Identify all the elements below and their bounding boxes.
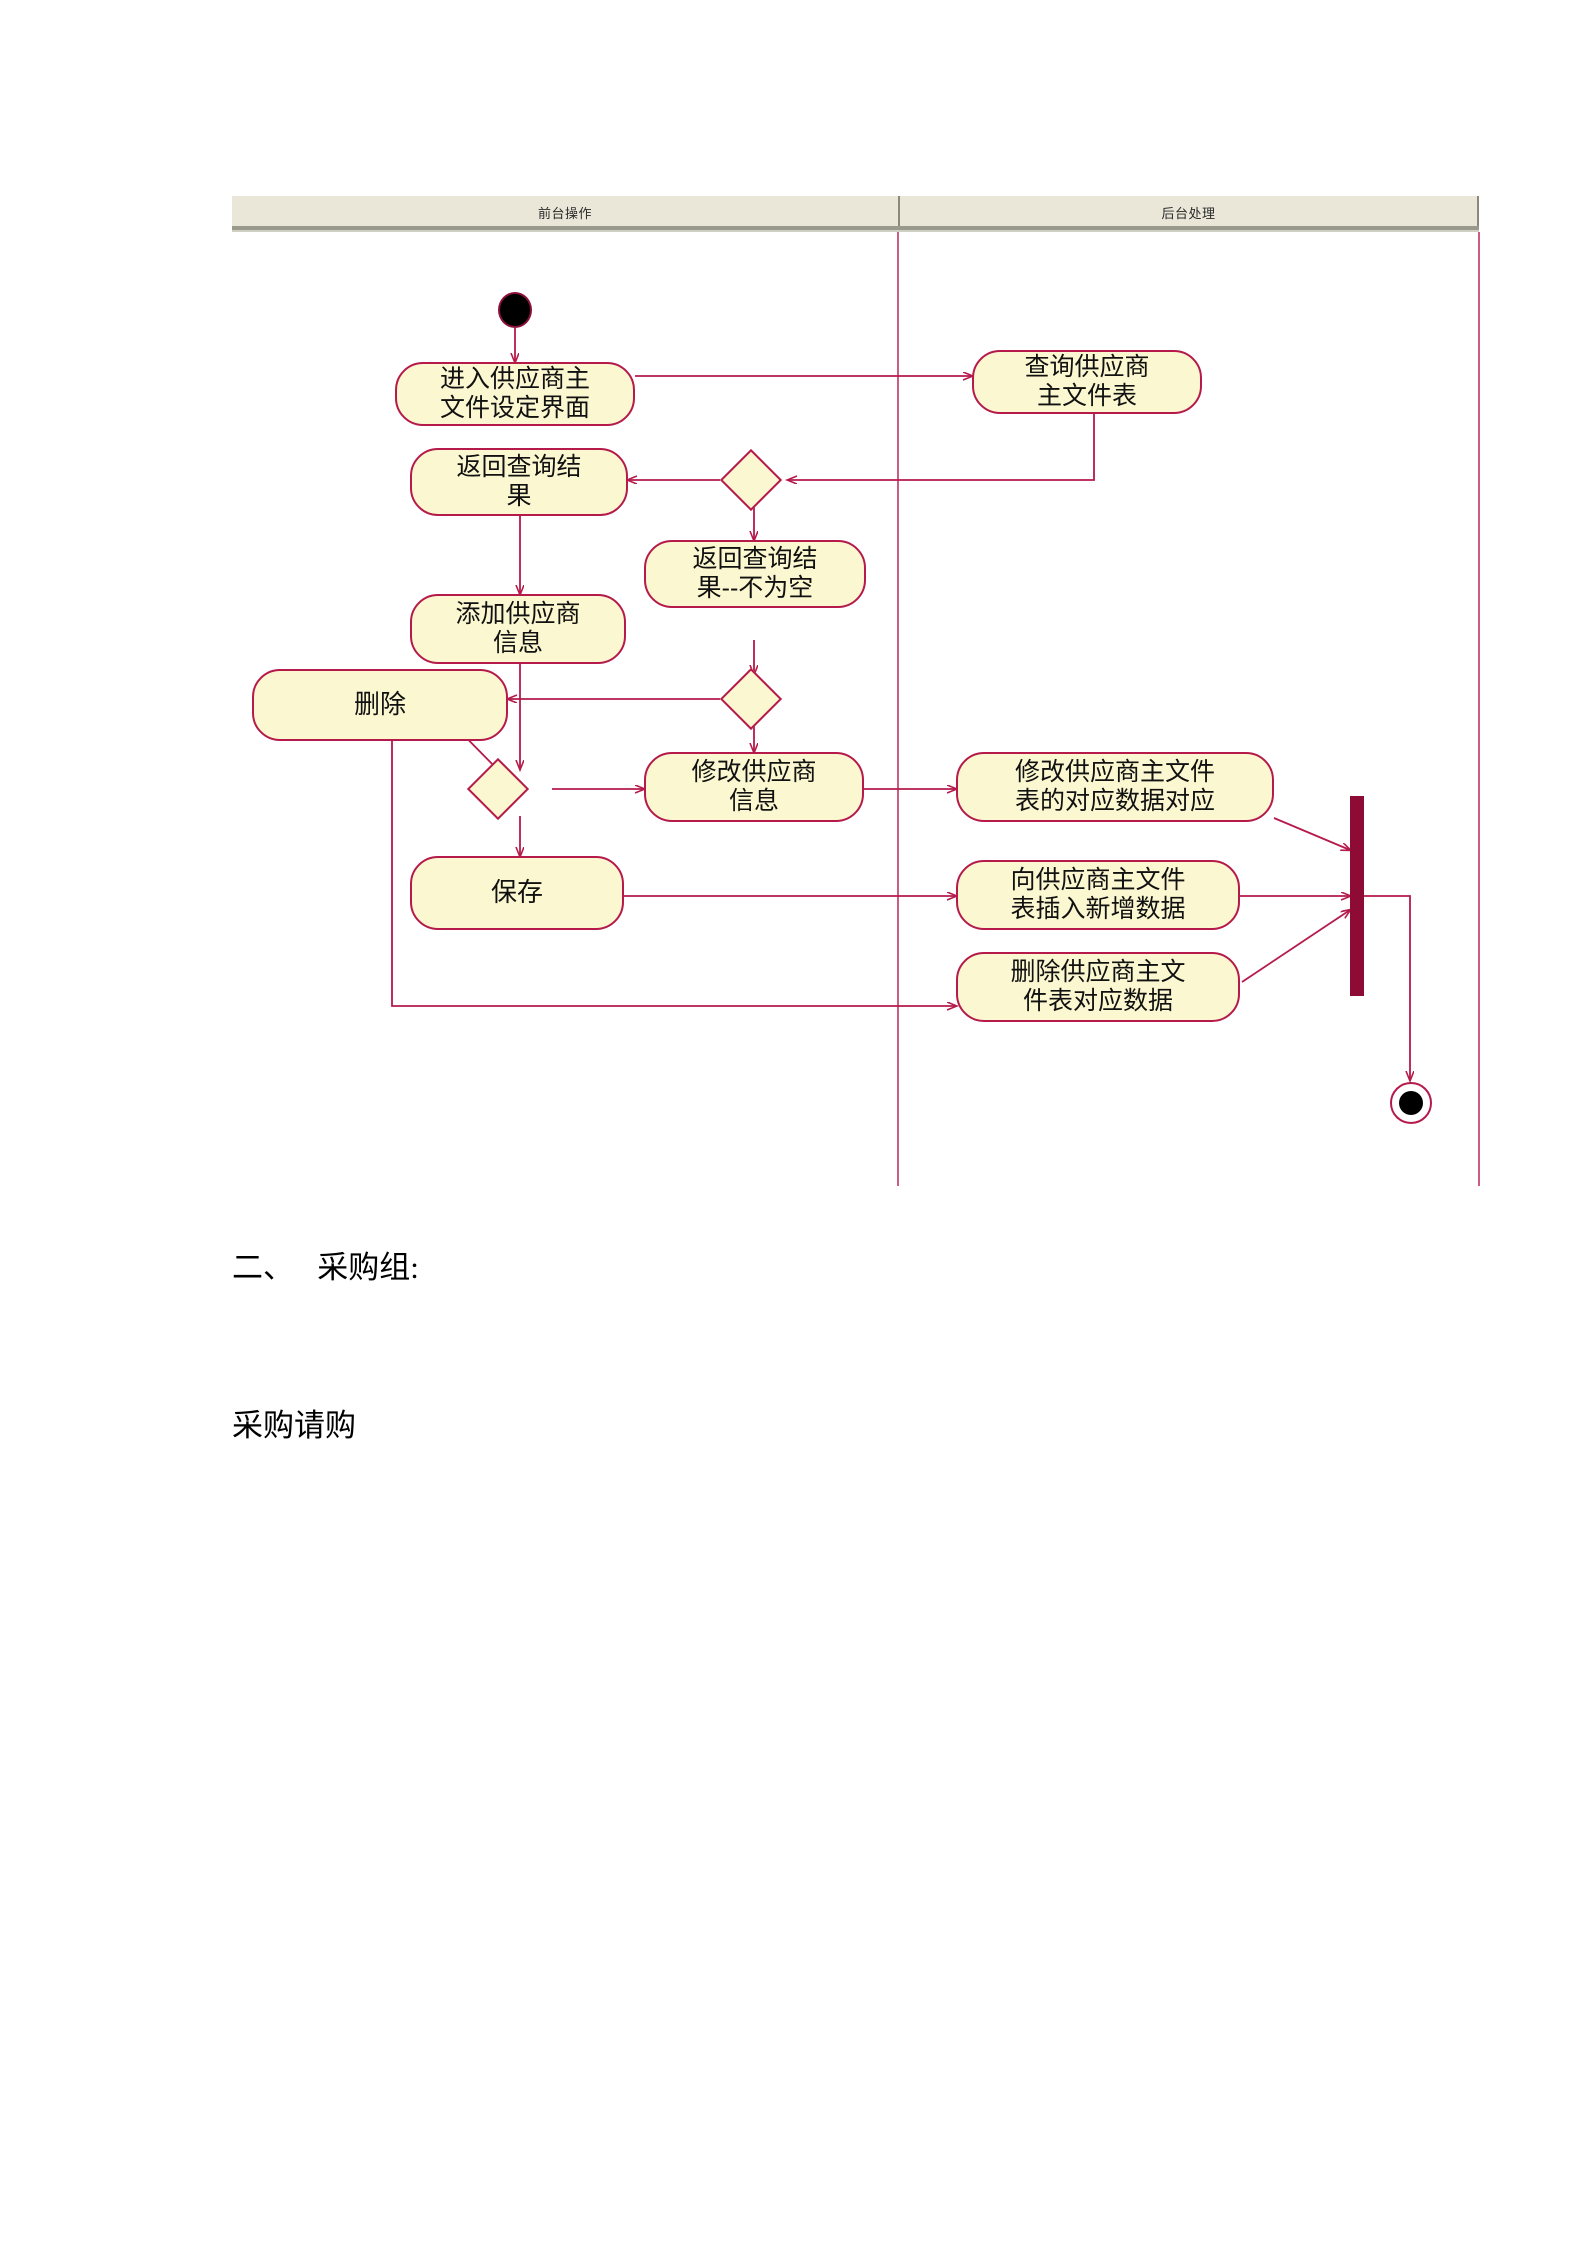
- diagram-connectors: [391, 232, 1480, 1186]
- node-modify-master-table-data[interactable]: 修改供应商主文件 表的对应数据对应: [956, 752, 1274, 822]
- swimlane-header-divider-light: [232, 230, 1479, 232]
- swimlane-header-frontend: 前台操作: [232, 196, 898, 226]
- swimlane-right-edge: [1477, 196, 1479, 226]
- join-synchronization-bar: [1350, 796, 1364, 996]
- swimlane-label-frontend: 前台操作: [537, 206, 592, 221]
- final-node-core: [1399, 1091, 1423, 1115]
- node-label: 删除供应商主文 件表对应数据: [1010, 958, 1186, 1015]
- node-modify-supplier-info[interactable]: 修改供应商 信息: [644, 752, 864, 822]
- node-label: 添加供应商 信息: [455, 600, 581, 657]
- swimlane-header-divider: [232, 226, 1479, 230]
- final-node: [1390, 1082, 1432, 1124]
- node-return-query-result-not-empty[interactable]: 返回查询结 果--不为空: [644, 540, 866, 608]
- node-query-supplier-table[interactable]: 查询供应商 主文件表: [972, 350, 1202, 414]
- heading-purchasing-group: 二、 采购组:: [232, 1250, 419, 1285]
- node-label: 返回查询结 果--不为空: [692, 545, 818, 602]
- node-label: 进入供应商主 文件设定界面: [439, 365, 590, 422]
- swimlane-label-backend: 后台处理: [1161, 206, 1216, 221]
- node-label: 返回查询结 果: [456, 453, 582, 510]
- initial-node: [498, 292, 532, 328]
- paragraph-purchase-requisition: 采购请购: [232, 1408, 356, 1443]
- node-label: 修改供应商主文件 表的对应数据对应: [1014, 758, 1215, 815]
- node-enter-supplier-ui[interactable]: 进入供应商主 文件设定界面: [395, 362, 635, 426]
- node-label: 保存: [490, 877, 543, 908]
- node-label: 修改供应商 信息: [691, 758, 817, 815]
- uml-activity-diagram: 前台操作 后台处理 进入供应商主 文件设定界面 查询供应商 主文件表 返回查询结…: [232, 196, 1482, 1186]
- node-return-query-result[interactable]: 返回查询结 果: [410, 448, 628, 516]
- swimlane-vertical-divider: [898, 196, 900, 226]
- node-insert-master-table-data[interactable]: 向供应商主文件 表插入新增数据: [956, 860, 1240, 930]
- node-add-supplier-info[interactable]: 添加供应商 信息: [410, 594, 626, 664]
- node-delete[interactable]: 删除: [252, 669, 508, 741]
- node-label: 向供应商主文件 表插入新增数据: [1010, 866, 1186, 923]
- node-delete-master-table-data[interactable]: 删除供应商主文 件表对应数据: [956, 952, 1240, 1022]
- node-label: 删除: [353, 689, 406, 720]
- node-save[interactable]: 保存: [410, 856, 624, 930]
- swimlane-header-backend: 后台处理: [898, 196, 1479, 226]
- node-label: 查询供应商 主文件表: [1024, 353, 1150, 410]
